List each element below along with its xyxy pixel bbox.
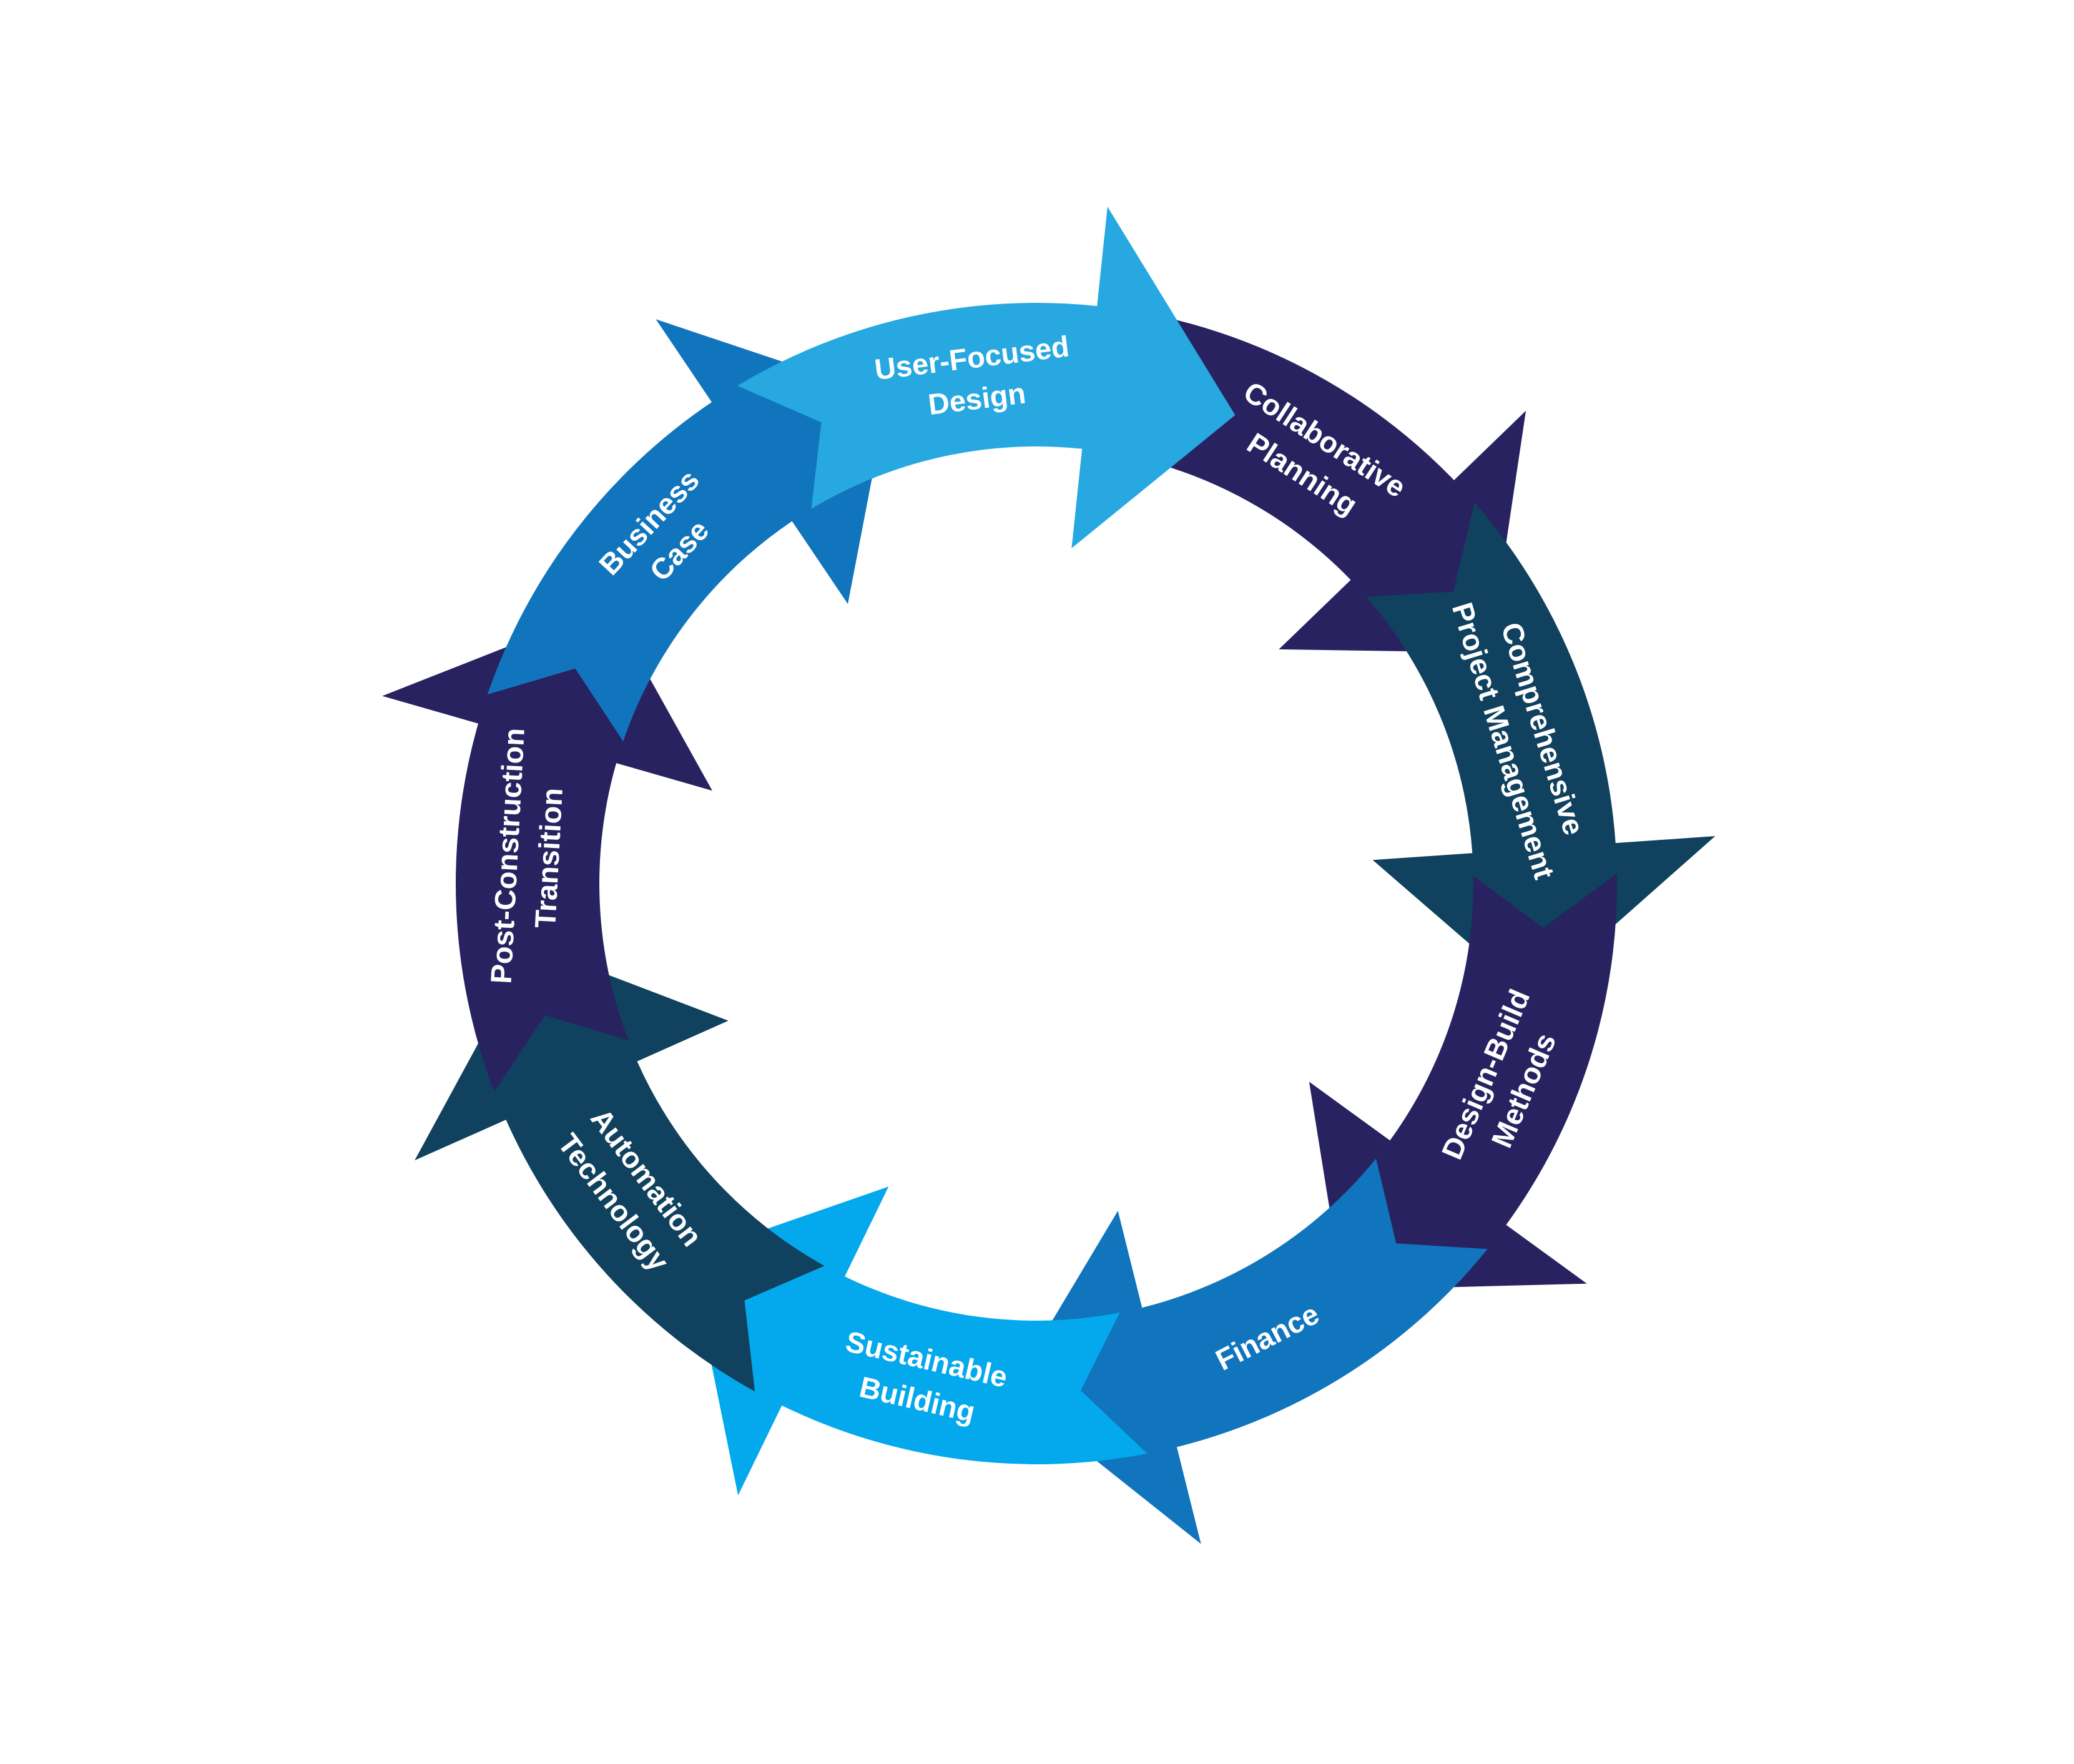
cycle-arrows [382,207,1716,1544]
label-line: Transition [528,787,569,929]
arrow-design-build-methods [1309,873,1618,1290]
arrow-comprehensive-project-management [1366,502,1716,998]
arrow-post-construction-transition [382,606,712,1092]
arrow-business-case [487,319,888,742]
arrow-user-focused-design [737,207,1236,548]
